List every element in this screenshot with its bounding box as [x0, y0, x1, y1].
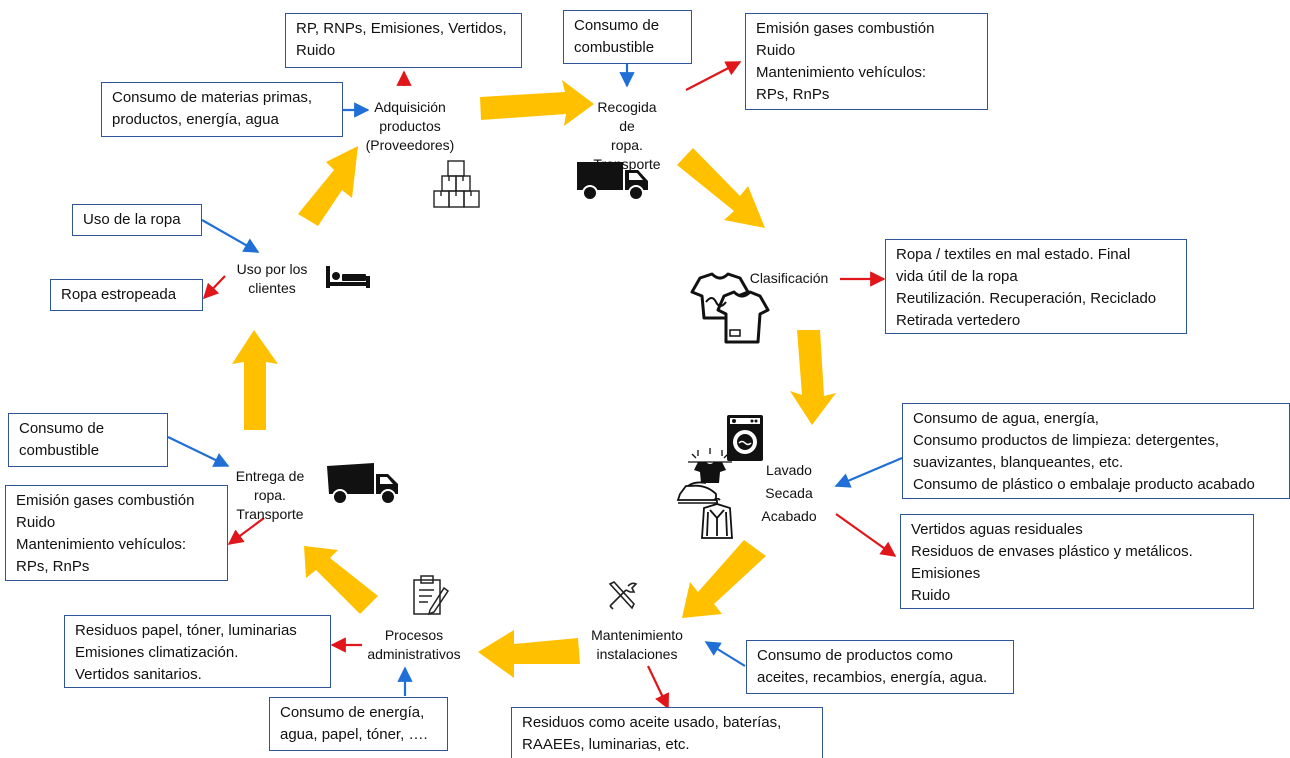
clipboard-icon	[413, 575, 450, 616]
tools-icon	[608, 581, 638, 610]
stage-lavado-label: Lavado Secada Acabado	[761, 462, 817, 524]
stage-adquisicion-label: Adquisición productos (Proveedores)	[365, 99, 455, 153]
stage-entrega-label: Entrega de ropa. Transporte	[235, 468, 305, 522]
box-adquisicion-outputs: RP, RNPs, Emisiones, Vertidos, Ruido	[285, 13, 522, 68]
cycle-arrow-1	[480, 80, 594, 126]
truck-icon	[577, 162, 648, 201]
box-entrega-outputs: Emisión gases combustión Ruido Mantenimi…	[5, 485, 228, 581]
stage-mantenimiento-label: Mantenimiento instalaciones	[591, 627, 683, 662]
cycle-arrow-7	[232, 330, 278, 430]
box-recogida-outputs: Emisión gases combustión Ruido Mantenimi…	[745, 13, 988, 110]
box-adquisicion-inputs: Consumo de materias primas, productos, e…	[101, 82, 343, 137]
box-entrega-inputs: Consumo de combustible	[8, 413, 168, 467]
cycle-arrow-5	[478, 630, 580, 678]
dress-cover-icon	[701, 498, 733, 539]
stage-uso-label: Uso por los clientes	[236, 261, 308, 296]
stage-recogida-label: Recogida de ropa. Transporte	[593, 99, 661, 172]
stage-clasificacion-label: Clasificación	[749, 270, 829, 286]
cycle-arrow-4	[682, 540, 766, 618]
box-lavado-inputs: Consumo de agua, energía, Consumo produc…	[902, 403, 1290, 499]
drying-icon	[688, 448, 732, 483]
box-procesos-inputs: Consumo de energía, agua, papel, tóner, …	[269, 697, 448, 751]
bed-icon	[326, 266, 370, 288]
cycle-arrow-8	[298, 146, 358, 226]
cycle-arrow-3	[790, 330, 836, 425]
dump-truck-icon	[327, 463, 398, 505]
stage-procesos-label: Procesos administrativos	[367, 627, 461, 662]
washing-machine-icon	[727, 415, 763, 461]
box-mantenimiento-outputs: Residuos como aceite usado, baterías, RA…	[511, 707, 823, 758]
boxes-icon	[433, 160, 480, 208]
box-uso-inputs: Uso de la ropa	[72, 204, 202, 236]
iron-icon	[676, 481, 717, 504]
box-procesos-outputs: Residuos papel, tóner, luminarias Emisio…	[64, 615, 331, 688]
box-mantenimiento-inputs: Consumo de productos como aceites, recam…	[746, 640, 1014, 694]
box-clasificacion-outputs: Ropa / textiles en mal estado. Final vid…	[885, 239, 1187, 334]
box-uso-outputs: Ropa estropeada	[50, 279, 203, 311]
cycle-arrow-2	[677, 148, 765, 228]
cycle-arrow-6	[304, 546, 378, 614]
box-recogida-inputs: Consumo de combustible	[563, 10, 692, 64]
box-lavado-outputs: Vertidos aguas residuales Residuos de en…	[900, 514, 1254, 609]
clothes-icon	[690, 272, 770, 344]
